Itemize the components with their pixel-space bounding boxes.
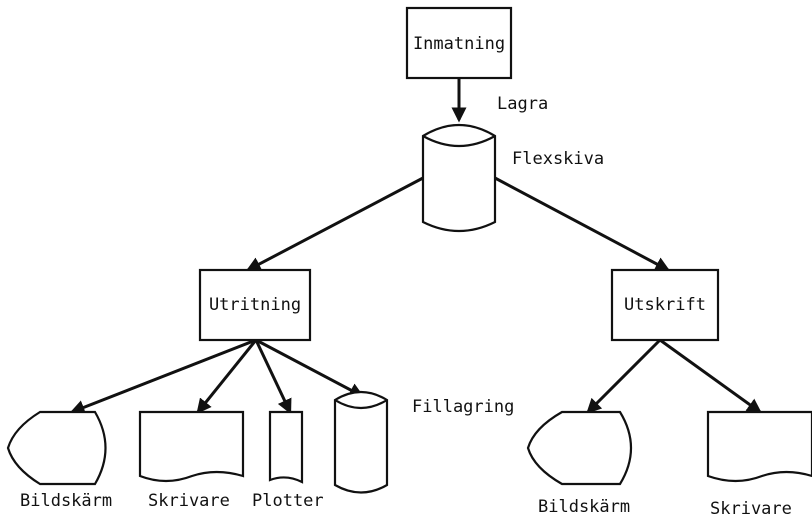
edge-plotting-to-plotter — [254, 339, 292, 415]
edge-printout-to-printer-right — [659, 338, 763, 414]
node-file-storage-label: Fillagring — [412, 397, 514, 417]
node-display-right — [526, 410, 632, 486]
edge-label-store: Lagra — [497, 94, 548, 114]
node-input: Inmatning — [405, 6, 513, 80]
node-display-left-label: Bildskärm — [20, 491, 112, 511]
node-plotting-label: Utritning — [209, 295, 301, 315]
edge-flexdisk-to-printout — [494, 176, 671, 272]
edge-plotting-to-printer-left — [196, 339, 258, 414]
edge-plotting-to-file-storage — [255, 338, 365, 398]
edge-printout-to-display-right — [586, 338, 662, 414]
node-plotting: Utritning — [198, 268, 312, 342]
node-printer-right-label: Skrivare — [710, 499, 792, 519]
node-plotter — [268, 410, 304, 484]
node-plotter-label: Plotter — [252, 491, 324, 511]
node-flexdisk — [421, 124, 497, 232]
node-printout-label: Utskrift — [624, 295, 706, 315]
node-printer-right — [706, 410, 812, 483]
node-printout: Utskrift — [610, 268, 720, 342]
node-file-storage — [333, 390, 389, 494]
node-display-left — [6, 410, 107, 486]
edges — [69, 78, 763, 415]
node-flexdisk-label: Flexskiva — [512, 149, 604, 169]
node-display-right-label: Bildskärm — [538, 497, 630, 517]
edge-flexdisk-to-plotting — [245, 176, 424, 272]
node-input-label: Inmatning — [413, 34, 505, 54]
edge-plotting-to-display-left — [69, 338, 257, 415]
node-printer-left-label: Skrivare — [148, 491, 230, 511]
node-printer-left — [138, 410, 245, 483]
